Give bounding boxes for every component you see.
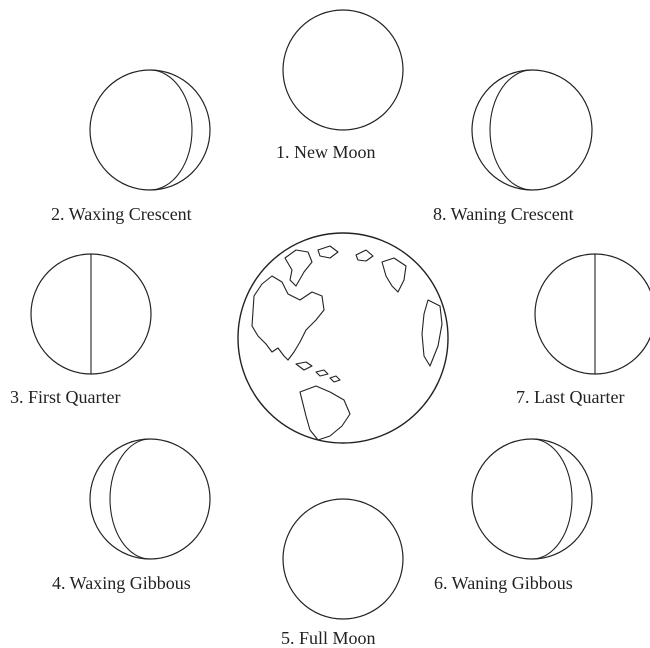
label-full-moon: 5. Full Moon [281,628,376,648]
label-first-quarter: 3. First Quarter [10,387,120,407]
moon-first-quarter [31,254,151,374]
moon-waxing-gibbous [90,439,210,559]
moon-new [283,10,403,130]
earth-globe [238,233,448,443]
moon-full [283,499,403,619]
moon-waning-crescent [472,70,592,190]
moon-waning-gibbous [472,439,592,559]
label-waxing-gibbous: 4. Waxing Gibbous [52,573,191,593]
moon-last-quarter [535,254,650,374]
label-last-quarter: 7. Last Quarter [516,387,624,407]
label-waning-gibbous: 6. Waning Gibbous [434,573,573,593]
moon-waxing-crescent [90,70,210,190]
label-new-moon: 1. New Moon [276,142,376,162]
label-waning-crescent: 8. Waning Crescent [433,204,574,224]
label-waxing-crescent: 2. Waxing Crescent [51,204,192,224]
